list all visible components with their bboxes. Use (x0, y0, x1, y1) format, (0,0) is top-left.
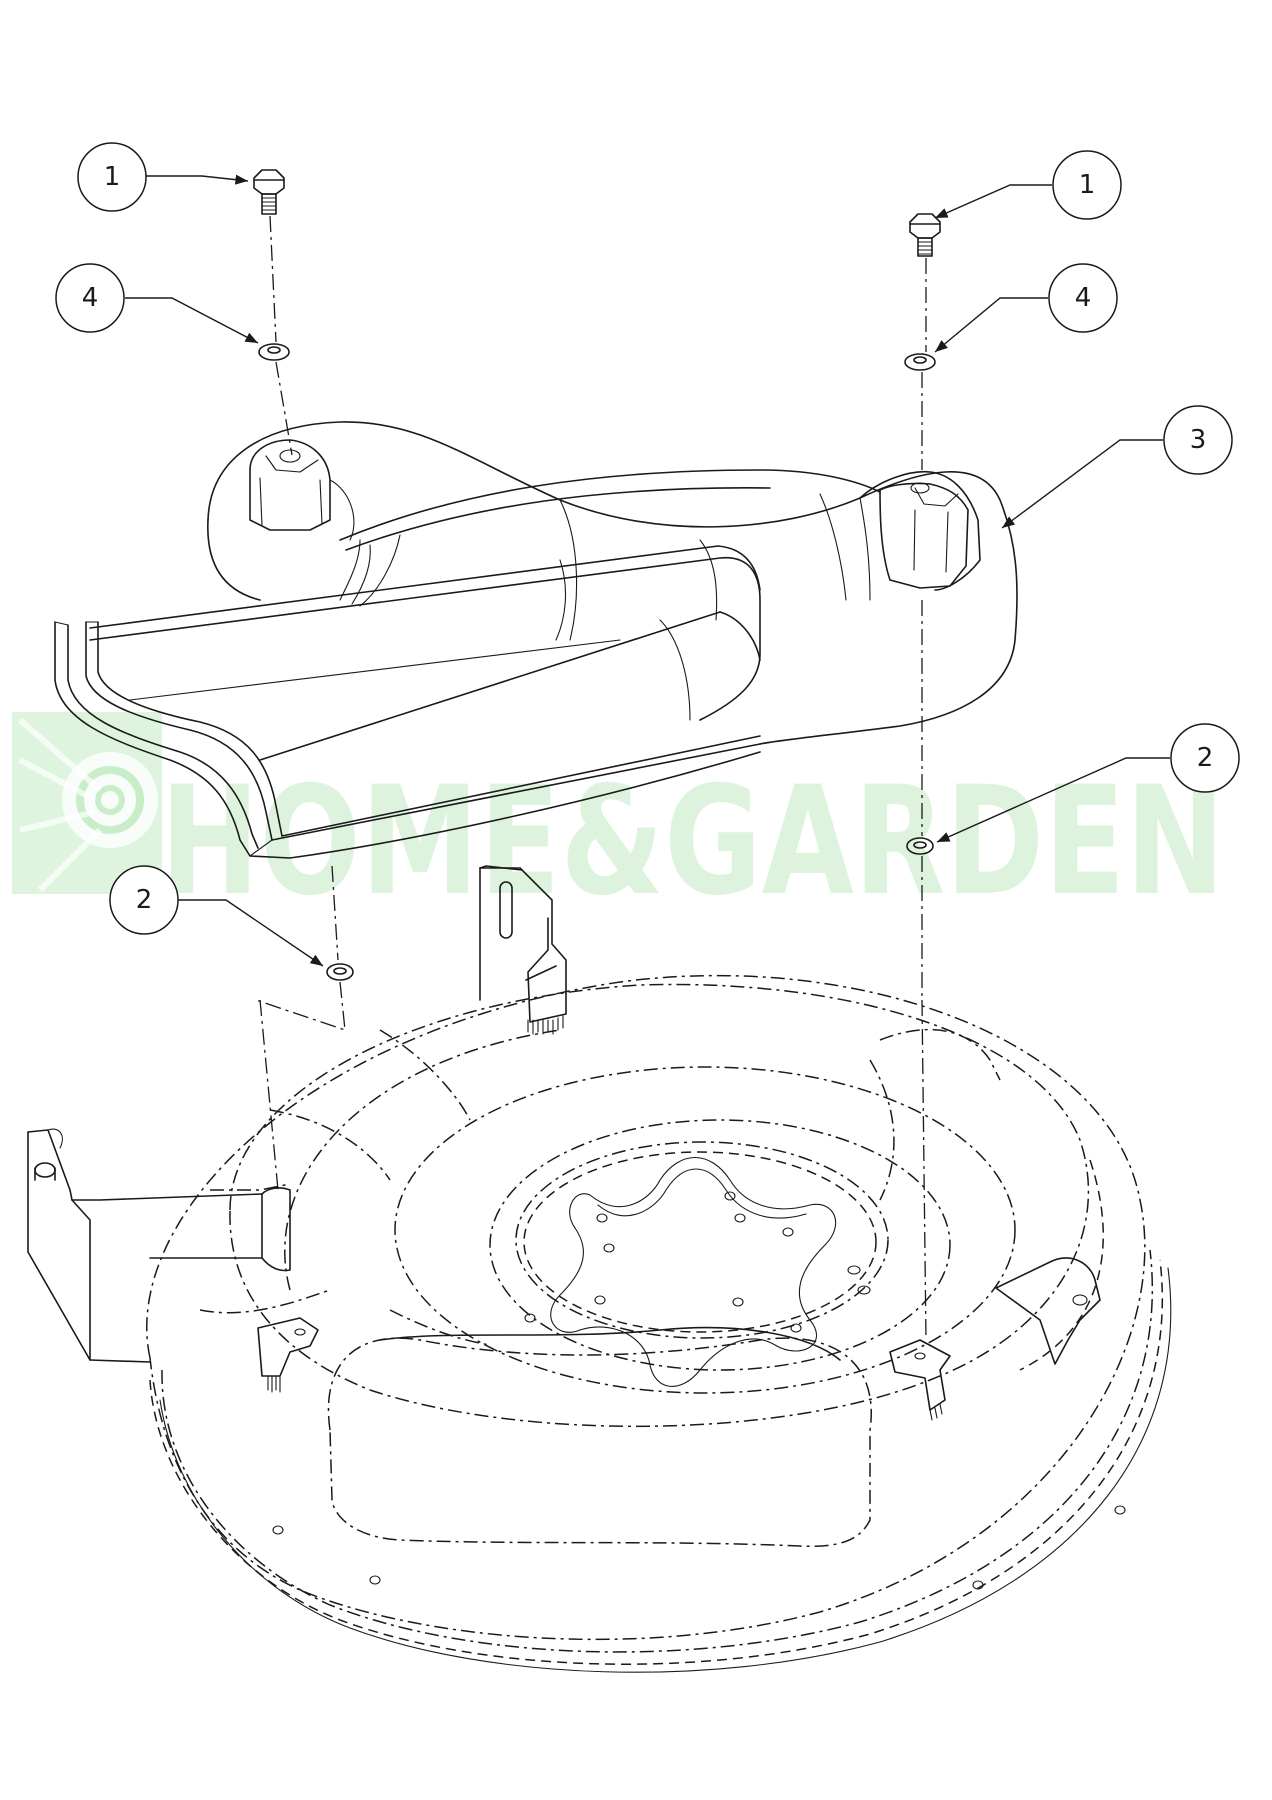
upper-brush-bracket (479, 865, 567, 1035)
callout-2-right-label: 2 (1197, 743, 1214, 773)
callout-2-left: 2 (109, 865, 324, 967)
callout-4-right: 4 (934, 263, 1118, 353)
nut-left (326, 963, 354, 981)
right-rear-tab (995, 1257, 1101, 1365)
callout-1-right-label: 1 (1079, 170, 1096, 200)
callout-4-left-label: 4 (82, 283, 99, 313)
callout-1-left-label: 1 (104, 162, 121, 192)
assembly-center-lines (255, 215, 927, 1341)
washer-left (258, 343, 290, 361)
callout-3-label: 3 (1190, 425, 1207, 455)
washer-right (904, 353, 936, 371)
nut-right (906, 837, 934, 855)
discharge-chute (54, 421, 1018, 859)
mower-deck (27, 974, 1172, 1673)
brush-clip-right (889, 1339, 951, 1421)
callout-4-left: 4 (55, 263, 259, 344)
left-side-bracket (27, 1128, 291, 1363)
bolt-right (909, 213, 941, 257)
bolt-left (253, 169, 285, 215)
rim-holes (272, 1505, 1126, 1590)
watermark: HOME&GARDEN (12, 712, 1225, 929)
callout-2-left-label: 2 (136, 885, 153, 915)
watermark-logo-icon (12, 712, 162, 894)
callout-2-right: 2 (936, 723, 1240, 843)
watermark-text: HOME&GARDEN (160, 755, 1225, 929)
callout-3: 3 (1001, 405, 1233, 529)
brush-clip-front-left (257, 1317, 319, 1393)
callout-1-right: 1 (934, 150, 1122, 220)
callout-4-right-label: 4 (1075, 283, 1092, 313)
hub-bolt-holes (524, 1191, 871, 1333)
callout-1-left: 1 (77, 142, 249, 212)
